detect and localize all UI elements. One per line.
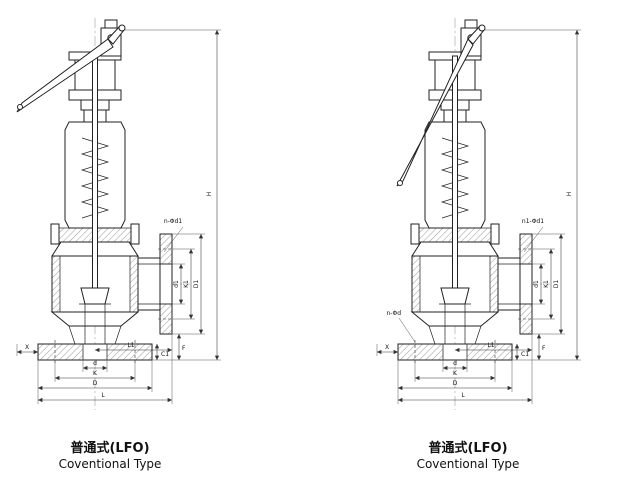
dim-label-L: L <box>461 392 465 399</box>
dim-label-X: X <box>385 344 389 351</box>
dim-label-K1: K1 <box>543 280 550 288</box>
dim-label-C1: C1 <box>521 351 529 358</box>
release-lever-hanging <box>396 24 486 187</box>
caption-right-zh: 普通式(LFO) <box>428 440 507 456</box>
dim-label-F: F <box>542 345 546 352</box>
dim-label-D: D <box>453 380 458 387</box>
caption-right-en: Coventional Type <box>417 457 520 471</box>
caption-left-zh: 普通式(LFO) <box>70 440 149 456</box>
dim-label-X: X <box>25 344 29 351</box>
dim-label-H: H <box>566 192 573 197</box>
callout-inlet-bolt-holes: n-Φd <box>387 310 402 317</box>
dim-label-D: D <box>93 380 98 387</box>
dim-label-d1: d1 <box>173 280 180 288</box>
callout-outlet-bolt-holes: n-Φd1 <box>164 218 182 225</box>
dim-label-D1: D1 <box>193 280 200 289</box>
release-lever-raised <box>16 24 126 113</box>
dim-label-L1: L1 <box>487 342 494 349</box>
dim-label-L1: L1 <box>127 342 134 349</box>
figure-right-valve-drawing: H d1 K1 D1 L1 C1 F X d K D L n1-Φd1 n-Φd <box>377 18 581 410</box>
callout-leader-inlet <box>398 317 416 343</box>
dim-label-C1: C1 <box>161 351 169 358</box>
dim-label-K: K <box>453 370 458 377</box>
dim-label-d1: d1 <box>533 280 540 288</box>
dim-label-D1: D1 <box>553 280 560 289</box>
dim-label-K: K <box>93 370 98 377</box>
dim-label-H: H <box>206 192 213 197</box>
dim-label-K1: K1 <box>183 280 190 288</box>
dim-label-L: L <box>101 392 105 399</box>
callout-outlet-bolt-holes: n1-Φd1 <box>522 218 544 225</box>
dim-label-F: F <box>182 345 186 352</box>
caption-left-en: Coventional Type <box>59 457 162 471</box>
dim-label-d: d <box>453 360 457 367</box>
dimension-labels-left: H d1 K1 D1 L1 C1 F X d K D L n-Φd1 <box>25 192 213 399</box>
dimension-labels-right: H d1 K1 D1 L1 C1 F X d K D L n1-Φd1 n-Φd <box>385 192 573 399</box>
dim-label-d: d <box>93 360 97 367</box>
figure-left-valve-drawing: H d1 K1 D1 L1 C1 F X d K D L n-Φd1 <box>17 18 221 410</box>
